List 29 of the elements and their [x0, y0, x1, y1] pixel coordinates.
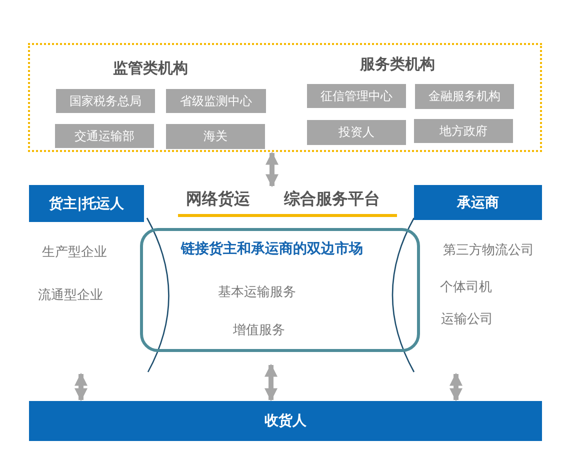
institution-box: 交通运输部: [55, 124, 154, 148]
platform-title: 综合服务平台: [284, 189, 380, 210]
institution-box: 海关: [166, 124, 265, 149]
dotted-frame: [28, 43, 542, 152]
market-box: [140, 228, 420, 352]
institution-box: 地方政府: [414, 119, 513, 143]
service-text: 基本运输服务: [218, 284, 296, 301]
institution-box: 省级监测中心: [166, 89, 266, 113]
institution-box: 投资人: [307, 120, 406, 145]
double-arrow: [450, 372, 462, 402]
group-heading: 监管类机构: [113, 59, 188, 78]
group-heading: 服务类机构: [360, 55, 435, 74]
double-arrow: [74, 372, 88, 402]
role-bar: 承运商: [414, 185, 542, 220]
service-text: 增值服务: [233, 322, 285, 339]
platform-title: 网络货运: [186, 189, 250, 210]
role-bar: 收货人: [29, 401, 542, 441]
double-arrow: [264, 364, 278, 402]
institution-box: 国家税务总局: [56, 89, 155, 113]
list-text: 第三方物流公司: [443, 242, 534, 259]
list-text: 个体司机: [440, 279, 492, 296]
role-bar: 货主|托运人: [29, 185, 144, 222]
list-text: 流通型企业: [38, 287, 103, 304]
market-heading: 链接货主和承运商的双边市场: [181, 240, 363, 258]
list-text: 生产型企业: [42, 244, 107, 261]
double-arrow: [266, 152, 278, 188]
institution-box: 金融服务机构: [415, 84, 514, 109]
institution-box: 征信管理中心: [307, 84, 406, 108]
list-text: 运输公司: [441, 311, 493, 328]
